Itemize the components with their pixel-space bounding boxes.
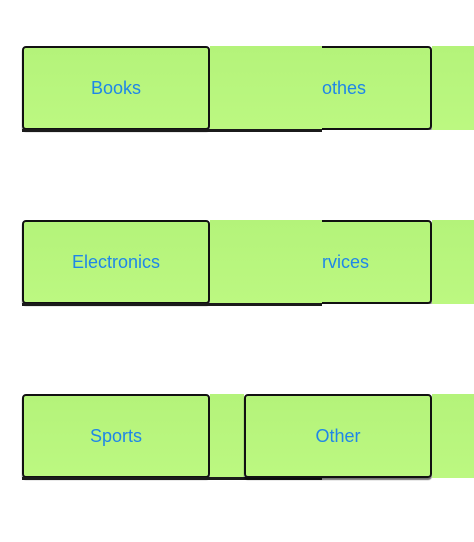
category-services-label: rvices — [322, 252, 370, 272]
overlap-strip-row-2 — [210, 220, 322, 304]
offscreen-tile-edge-row-2 — [432, 220, 474, 304]
category-clothes-label: othes — [322, 78, 367, 98]
overlap-strip-row-3 — [210, 394, 244, 478]
row-2-shadow — [22, 303, 322, 306]
category-other-label: Other — [315, 426, 361, 446]
category-services-button[interactable] — [322, 220, 432, 304]
category-clothes-button[interactable] — [322, 46, 432, 130]
category-sports-label: Sports — [89, 426, 143, 446]
offscreen-tile-edge-row-1 — [432, 46, 474, 130]
row-1-shadow — [22, 129, 322, 132]
category-other-button[interactable]: Other — [244, 394, 432, 478]
category-sports-button[interactable]: Sports — [22, 394, 210, 478]
category-electronics-label: Electronics — [71, 252, 161, 272]
overlap-strip-row-1 — [210, 46, 322, 130]
offscreen-tile-edge-row-3 — [432, 394, 474, 478]
category-electronics-button[interactable]: Electronics — [22, 220, 210, 304]
row-3-shadow — [22, 477, 322, 480]
category-books-label: Books — [90, 78, 142, 98]
category-books-button[interactable]: Books — [22, 46, 210, 130]
